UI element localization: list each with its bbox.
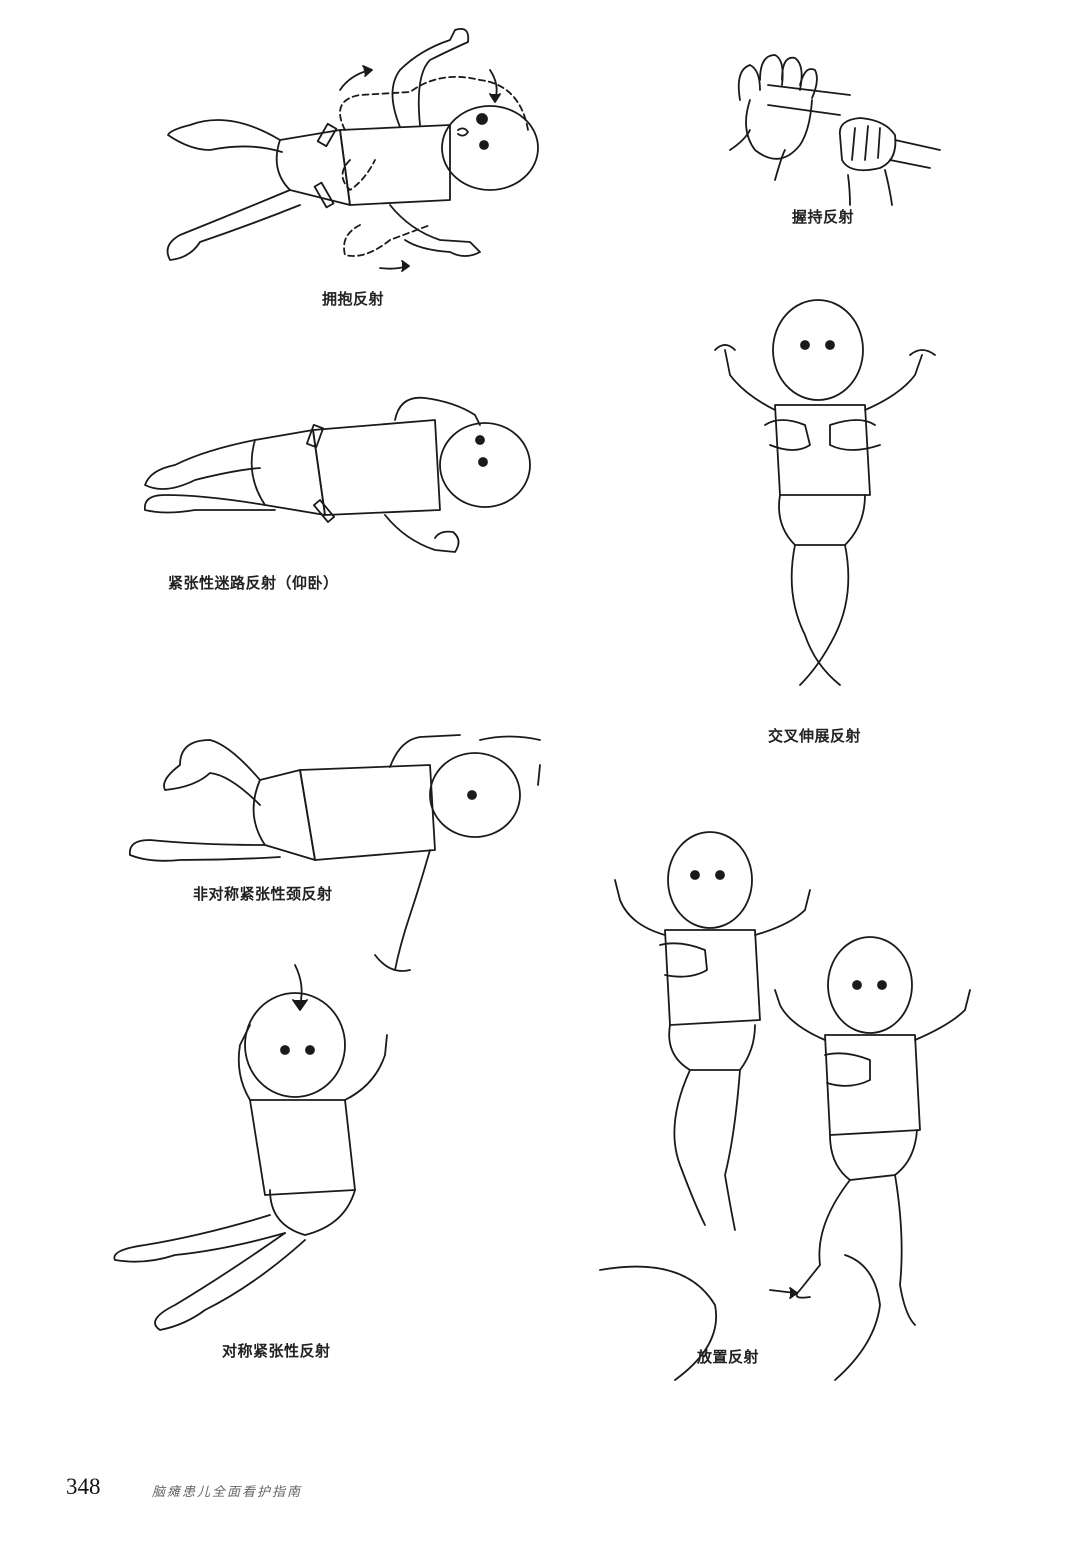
- baby-supine-head-turned-illustration: [128, 734, 541, 972]
- caption-tlr-supine: 紧张性迷路反射（仰卧）: [168, 574, 339, 592]
- caption-placing-reflex: 放置反射: [697, 1348, 760, 1366]
- baby-held-standing-crossed-legs-illustration: [714, 299, 936, 686]
- hand-grasping-finger-illustration: [729, 54, 941, 206]
- baby-supine-arms-extended-illustration: [166, 27, 539, 272]
- caption-crossed-extension: 交叉伸展反射: [768, 727, 862, 745]
- caption-atnr: 非对称紧张性颈反射: [193, 885, 333, 903]
- baby-supine-arms-flexed-illustration: [143, 396, 531, 553]
- baby-held-placing-foot-on-edge-illustration: [599, 831, 971, 1381]
- figure-crossed-extension: [700, 295, 955, 705]
- caption-moro-reflex: 拥抱反射: [322, 290, 385, 308]
- page-number: 348: [66, 1474, 101, 1499]
- caption-grasp-reflex: 握持反射: [792, 208, 855, 226]
- caption-stnr: 对称紧张性反射: [222, 1342, 331, 1360]
- figure-stnr: [105, 964, 388, 1335]
- figure-grasp-reflex: [720, 40, 960, 206]
- figure-placing-reflex: [595, 825, 1015, 1385]
- figure-tlr-supine: [135, 390, 535, 565]
- running-title: 脑瘫患儿全面看护指南: [152, 1485, 303, 1500]
- baby-reclined-head-flexed-illustration: [113, 964, 388, 1331]
- figure-atnr: [120, 725, 570, 975]
- figure-moro-reflex: [150, 27, 550, 280]
